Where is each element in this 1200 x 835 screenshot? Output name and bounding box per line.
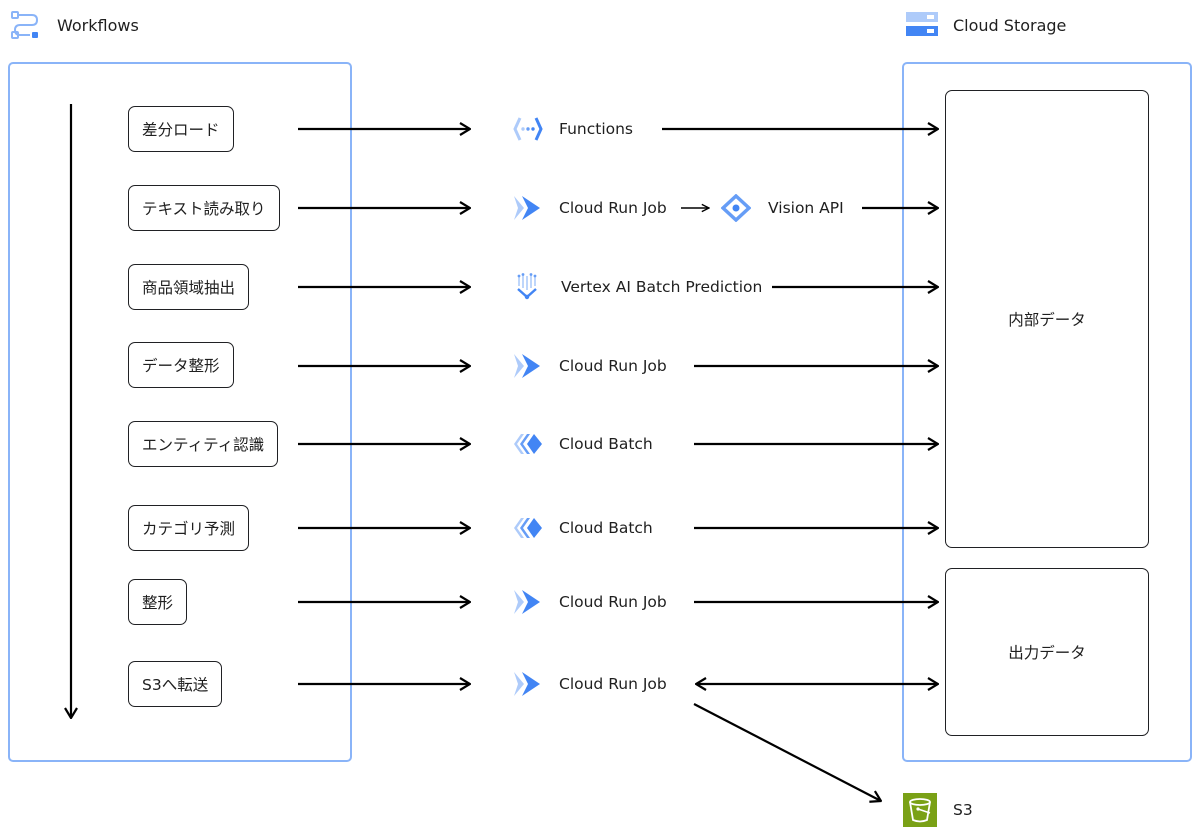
cloud-functions-icon [513,117,543,141]
s3-bucket-icon [903,793,937,827]
cloud-run-icon [514,590,540,614]
service-label: Cloud Run Job [559,357,667,375]
service-label: Cloud Run Job [559,593,667,611]
cloud-storage-header: Cloud Storage [905,10,1105,42]
workflows-title: Workflows [57,16,139,35]
output-data-label: 出力データ [1008,644,1086,662]
step-label: エンティティ認識 [142,436,265,454]
cloud-storage-icon [906,12,938,36]
step-label: テキスト読み取り [142,200,266,218]
cloud-batch-icon [514,518,542,538]
internal-data-box: 内部データ [945,90,1149,548]
workflows-icon [11,11,39,39]
step-s3-transfer[interactable]: S3へ転送 [128,661,223,707]
step-text-read[interactable]: テキスト読み取り [128,185,280,231]
step-data-format[interactable]: データ整形 [128,342,234,388]
s3-label: S3 [953,801,973,819]
step-product-region[interactable]: 商品領域抽出 [128,264,250,310]
service-label: Cloud Batch [559,435,653,453]
step-label: カテゴリ予測 [142,520,236,538]
step-entity-recognition[interactable]: エンティティ認識 [128,421,279,467]
vision-api-label: Vision API [768,199,844,217]
step-label: 差分ロード [142,121,220,139]
workflows-header: Workflows [10,10,160,42]
workflows-panel [8,62,352,762]
output-data-box: 出力データ [945,568,1149,736]
service-label: Functions [559,120,634,138]
cloud-storage-title: Cloud Storage [953,16,1067,35]
cloud-run-icon [514,672,540,696]
vertex-ai-icon [517,273,537,300]
service-label: Cloud Run Job [559,675,667,693]
cloud-storage-panel [902,62,1192,762]
step-diff-load[interactable]: 差分ロード [128,106,234,152]
step-format[interactable]: 整形 [128,579,188,625]
step-label: データ整形 [142,357,220,375]
cloud-run-icon [514,354,540,378]
step-label: 整形 [142,594,174,612]
service-label: Vertex AI Batch Prediction [561,278,763,296]
cloud-run-icon [514,196,540,220]
service-label: Cloud Run Job [559,199,667,217]
step-label: 商品領域抽出 [142,279,236,297]
vision-api-icon [721,194,751,222]
cloud-batch-icon [514,434,542,454]
step-label: S3へ転送 [142,676,209,694]
service-label: Cloud Batch [559,519,653,537]
arrow-to-s3 [693,703,881,801]
internal-data-label: 内部データ [1008,311,1086,329]
step-category-predict[interactable]: カテゴリ予測 [128,505,250,551]
